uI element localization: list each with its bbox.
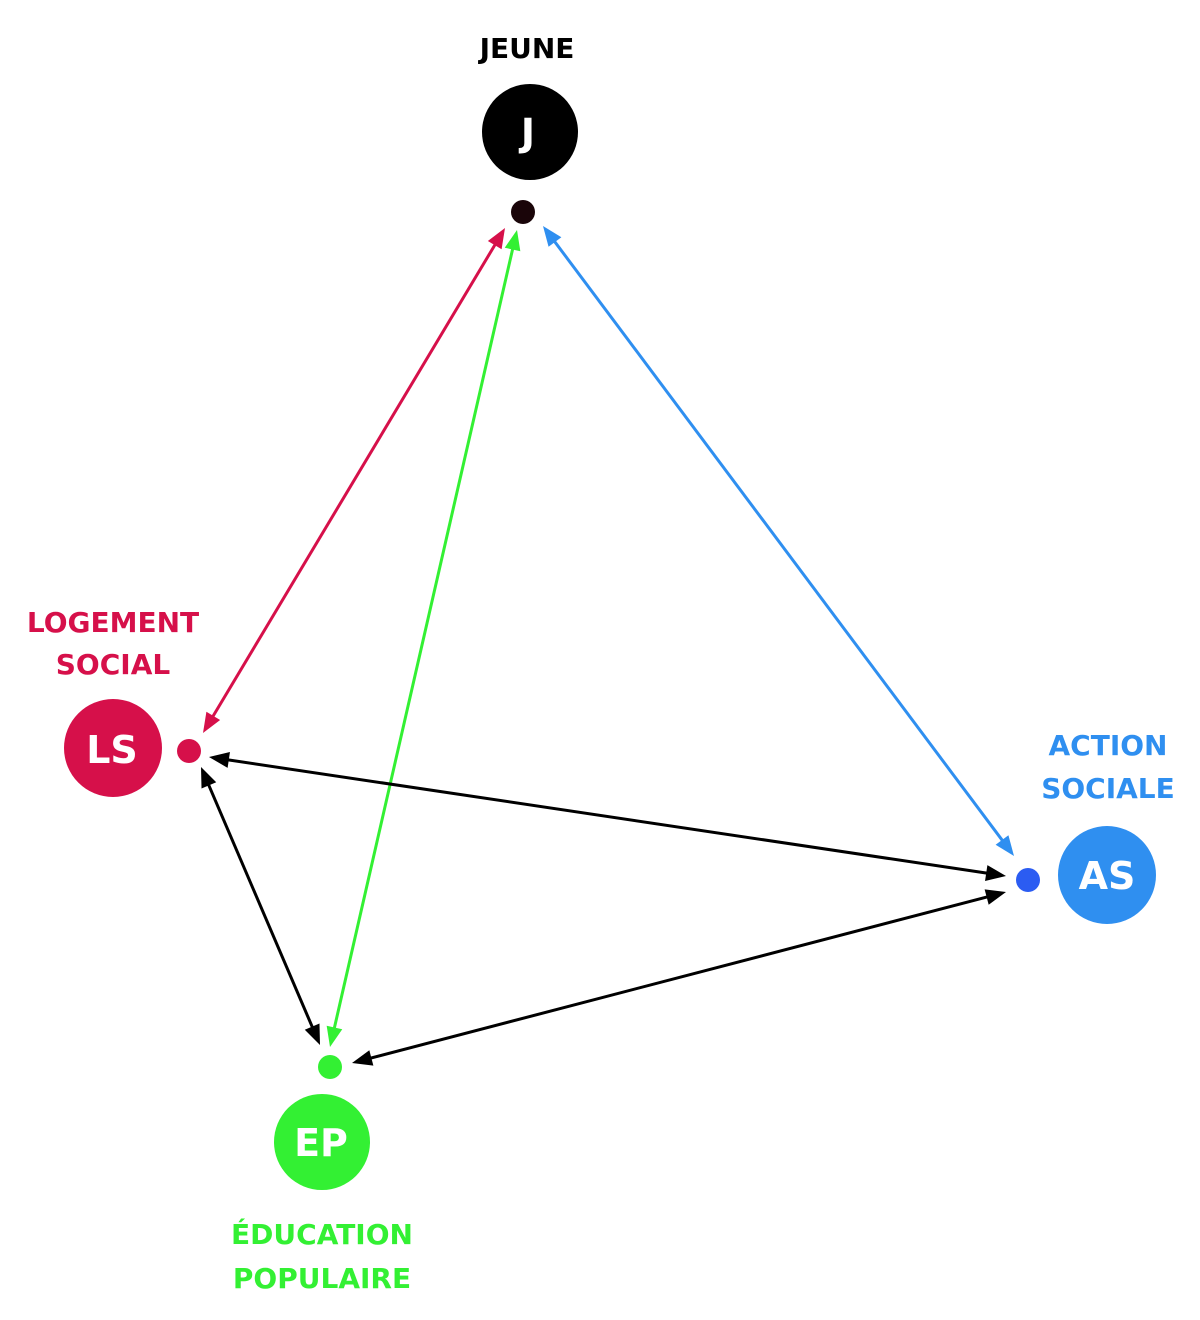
node-ls-anchor-dot	[177, 739, 201, 763]
link-jeune-ep	[326, 230, 521, 1047]
link-line-jeune-as	[551, 237, 1006, 845]
node-as-anchor-dot	[1016, 868, 1040, 892]
arrowhead-ls-icon	[201, 767, 217, 789]
arrowhead-ep-icon	[304, 1023, 320, 1045]
link-line-ls-as	[224, 757, 991, 876]
arrowhead-ep-icon	[352, 1050, 374, 1066]
node-ls: LOGEMENT SOCIAL LS	[27, 606, 201, 797]
node-jeune-label: JEUNE	[478, 32, 575, 65]
node-ls-abbr: LS	[86, 728, 138, 772]
node-as: ACTION SOCIALE AS	[1016, 729, 1175, 924]
node-jeune: JEUNE J	[478, 32, 578, 224]
node-ls-label-line2: SOCIAL	[56, 648, 171, 681]
link-line-ep-as	[367, 894, 991, 1061]
node-ep-badge	[274, 1094, 370, 1190]
node-ls-label-line1: LOGEMENT	[27, 606, 199, 639]
node-as-label-line2: SOCIALE	[1041, 772, 1175, 805]
link-ls-ep	[201, 767, 320, 1045]
node-ep-abbr: EP	[294, 1121, 348, 1165]
node-jeune-badge	[482, 84, 578, 180]
link-ep-as	[352, 889, 1006, 1066]
node-ls-badge	[64, 699, 162, 797]
link-jeune-ls	[203, 228, 505, 733]
node-as-abbr: AS	[1079, 854, 1136, 898]
link-line-jeune-ep	[332, 245, 515, 1032]
link-jeune-as	[543, 226, 1014, 856]
link-line-ls-ep	[205, 781, 316, 1031]
arrowhead-jeune-icon	[543, 226, 562, 247]
arrowhead-as-icon	[984, 889, 1006, 905]
links-layer	[201, 226, 1014, 1066]
arrowhead-ep-icon	[326, 1025, 343, 1047]
arrowhead-ls-icon	[203, 711, 221, 733]
node-as-badge	[1058, 826, 1156, 924]
node-ep-label-line1: ÉDUCATION	[231, 1217, 413, 1251]
node-ep-anchor-dot	[318, 1055, 342, 1079]
arrowhead-as-icon	[985, 865, 1006, 881]
arrowhead-as-icon	[995, 835, 1014, 856]
node-ep-label-line2: POPULAIRE	[233, 1262, 411, 1295]
arrowhead-ls-icon	[209, 752, 230, 768]
link-line-jeune-ls	[209, 240, 499, 721]
arrowhead-jeune-icon	[487, 228, 505, 250]
arrowhead-jeune-icon	[504, 230, 521, 252]
link-ls-as	[209, 752, 1006, 881]
node-ep: EP ÉDUCATION POPULAIRE	[231, 1055, 413, 1295]
node-jeune-anchor-dot	[511, 200, 535, 224]
node-as-label-line1: ACTION	[1049, 729, 1168, 762]
node-jeune-abbr: J	[518, 111, 535, 155]
